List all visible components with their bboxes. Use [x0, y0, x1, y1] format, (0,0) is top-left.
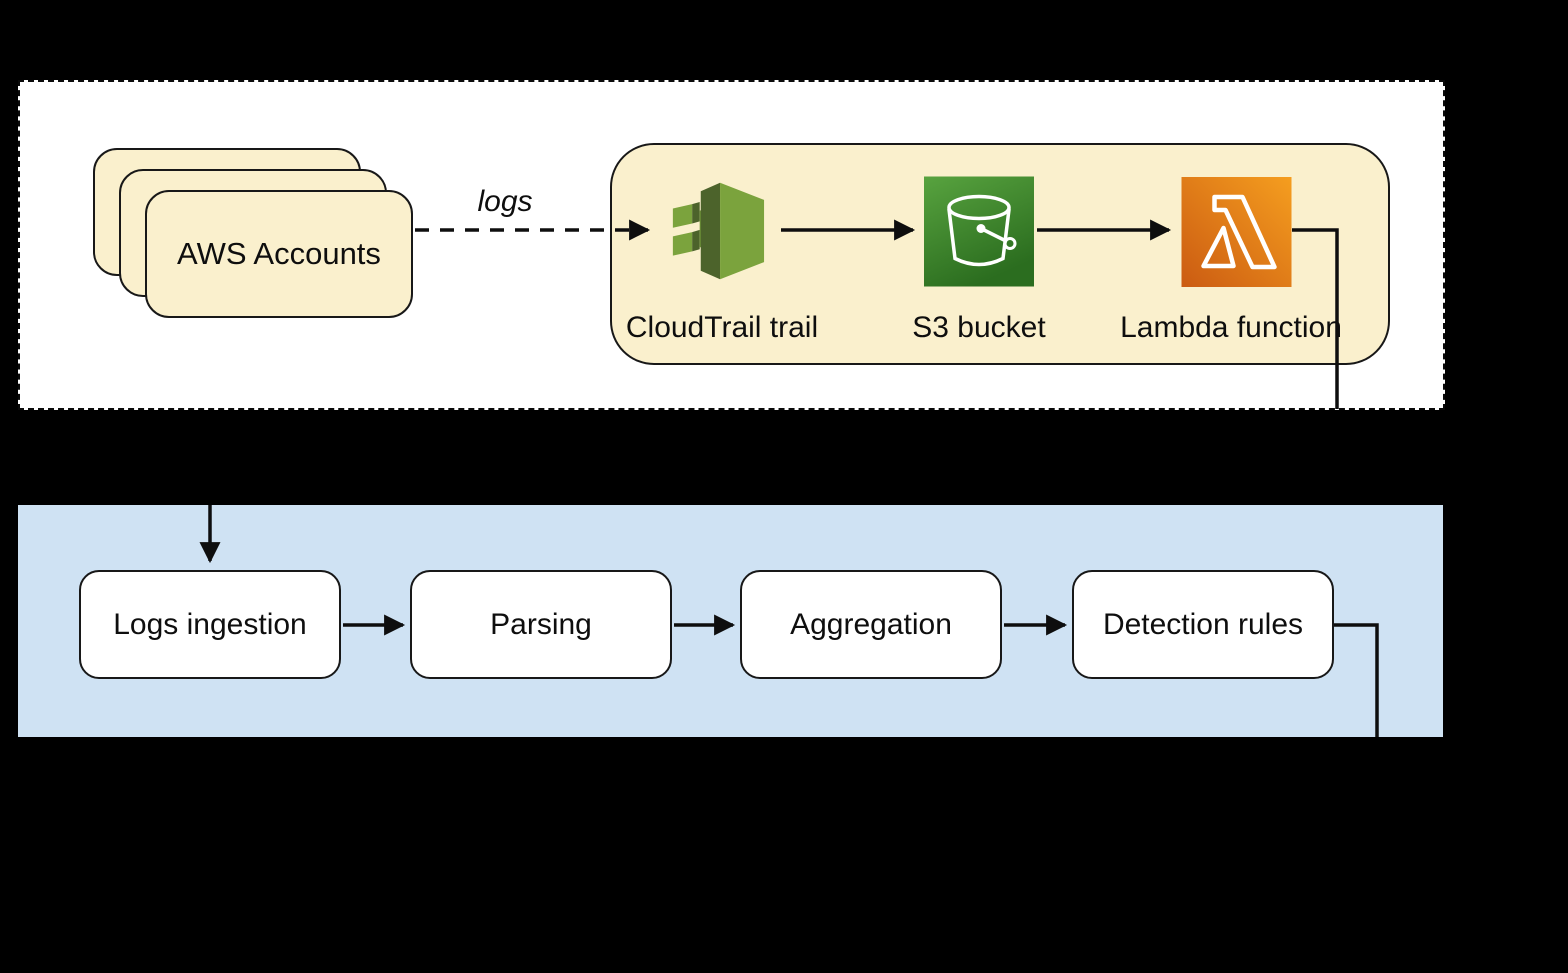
cloudtrail-icon: [672, 182, 765, 280]
step-parsing-label: Parsing: [490, 607, 592, 641]
step-detection-rules: Detection rules: [1072, 570, 1334, 679]
logs-edge-label: logs: [477, 185, 533, 218]
s3-node-label: S3 bucket: [912, 311, 1046, 344]
lambda-node-label: Lambda function: [1120, 311, 1342, 344]
cloudtrail-node-label: CloudTrail trail: [625, 311, 819, 344]
step-detection-rules-label: Detection rules: [1102, 607, 1304, 641]
step-aggregation: Aggregation: [740, 570, 1002, 679]
aws-accounts-label: AWS Accounts: [177, 236, 381, 271]
aws-accounts-card: AWS Accounts: [145, 190, 413, 318]
step-aggregation-label: Aggregation: [790, 607, 952, 641]
step-logs-ingestion-label: Logs ingestion: [113, 607, 307, 641]
step-logs-ingestion: Logs ingestion: [79, 570, 341, 679]
s3-bucket-icon: [924, 176, 1034, 287]
step-parsing: Parsing: [410, 570, 672, 679]
lambda-icon: [1181, 177, 1292, 287]
